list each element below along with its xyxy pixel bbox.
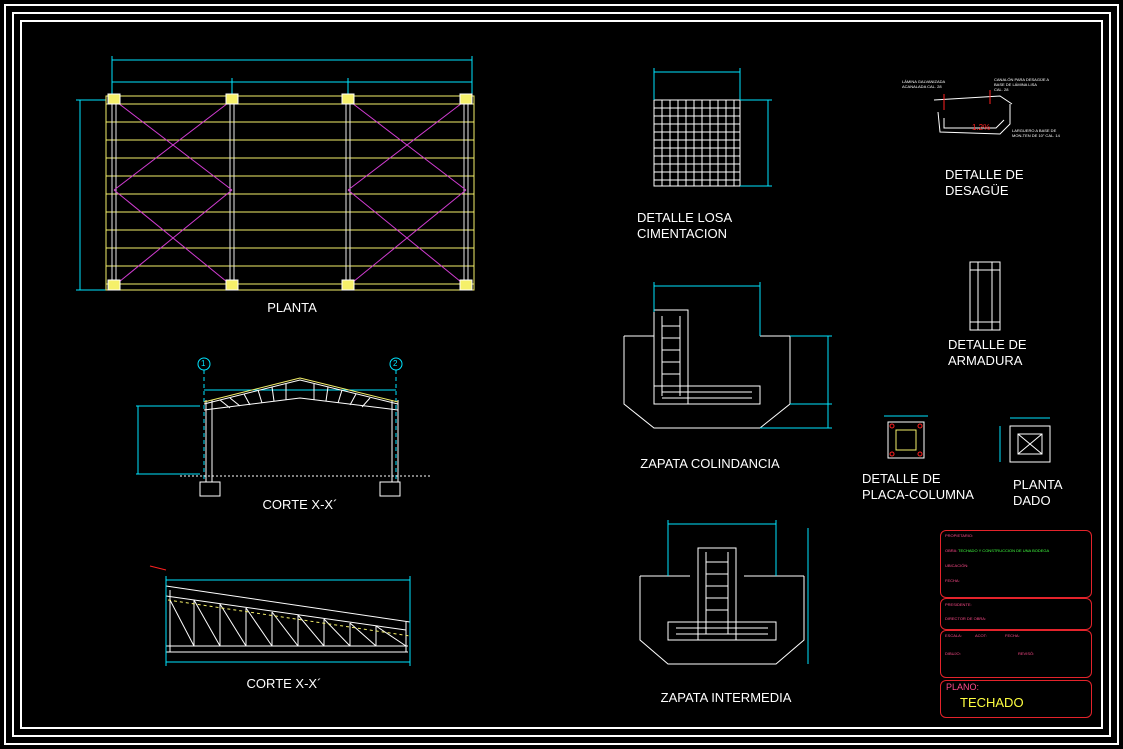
inner-frame [12, 12, 1111, 737]
tb-fecha-label: FECHA: [945, 578, 960, 583]
titleblock-scale [940, 630, 1092, 678]
placa-columna-detail [884, 415, 928, 459]
planta-dado-detail [999, 417, 1051, 463]
tb-escala-label: ESCALA: [945, 633, 962, 638]
planta-plan [76, 56, 475, 291]
label-planta-dado: PLANTA DADO [1013, 477, 1063, 508]
tb-propietario-label: PROPIETARIO: [945, 533, 974, 538]
tb-director-label: DIRECTOR DE OBRA: [945, 616, 987, 621]
label-placa-columna: DETALLE DE PLACA-COLUMNA [862, 471, 974, 502]
label-planta: PLANTA [267, 300, 317, 315]
note-slope: 1.2% [972, 123, 991, 132]
outer-frame [4, 4, 1119, 745]
label-corte-bottom: CORTE X-X´ [246, 676, 322, 691]
label-desague: DETALLE DE DESAGÜE [945, 167, 1024, 198]
tb-presidente-label: PRESIDENTE: [945, 602, 972, 607]
corte-truss-detail [149, 565, 411, 666]
tb-plano-value: TECHADO [960, 695, 1024, 710]
titleblock-plano [940, 680, 1092, 718]
tb-reviso-label: REVISÓ: [1018, 651, 1035, 656]
tb-fecha2-label: FECHA: [1005, 633, 1020, 638]
label-corte-top: CORTE X-X´ [262, 497, 338, 512]
axis-1: 1 [201, 359, 206, 368]
tb-ubicacion-label: UBICACIÓN: [945, 563, 969, 568]
zapata-intermedia [639, 520, 809, 665]
zapata-colindancia [623, 282, 832, 429]
note-canalon: CANALÓN PARA DESAGÜE A BASE DE LÁMINA LI… [994, 77, 1050, 92]
label-armadura: DETALLE DE ARMADURA [948, 337, 1027, 368]
tb-plano-label: PLANO: [946, 682, 980, 692]
corte-section [136, 357, 430, 497]
titleblock-signatures [940, 598, 1092, 630]
tb-obra-label: OBRA: [945, 548, 958, 553]
axis-2: 2 [393, 359, 398, 368]
armadura-detail [969, 261, 1001, 331]
note-lamina: LÁMINA GALVANIZADA ACANALADA CAL. 28 [902, 79, 946, 89]
tb-acot-label: ACOT: [975, 633, 987, 638]
label-zapata-intermedia: ZAPATA INTERMEDIA [660, 690, 792, 705]
label-losa: DETALLE LOSA CIMENTACION [637, 210, 733, 241]
titleblock-project [940, 530, 1092, 598]
label-zapata-colindancia: ZAPATA COLINDANCIA [640, 456, 780, 471]
drawing-border [20, 20, 1103, 729]
note-larguero: LARGUERO A BASE DE MON-TEN DE 10" CAL. 1… [1012, 128, 1060, 138]
desague-detail [933, 90, 1013, 135]
losa-detail [653, 68, 772, 187]
tb-dibujo-label: DIBUJO: [945, 651, 961, 656]
tb-obra-value: TECHADO Y CONSTRUCCION DE UNA BODEGA [958, 548, 1050, 553]
